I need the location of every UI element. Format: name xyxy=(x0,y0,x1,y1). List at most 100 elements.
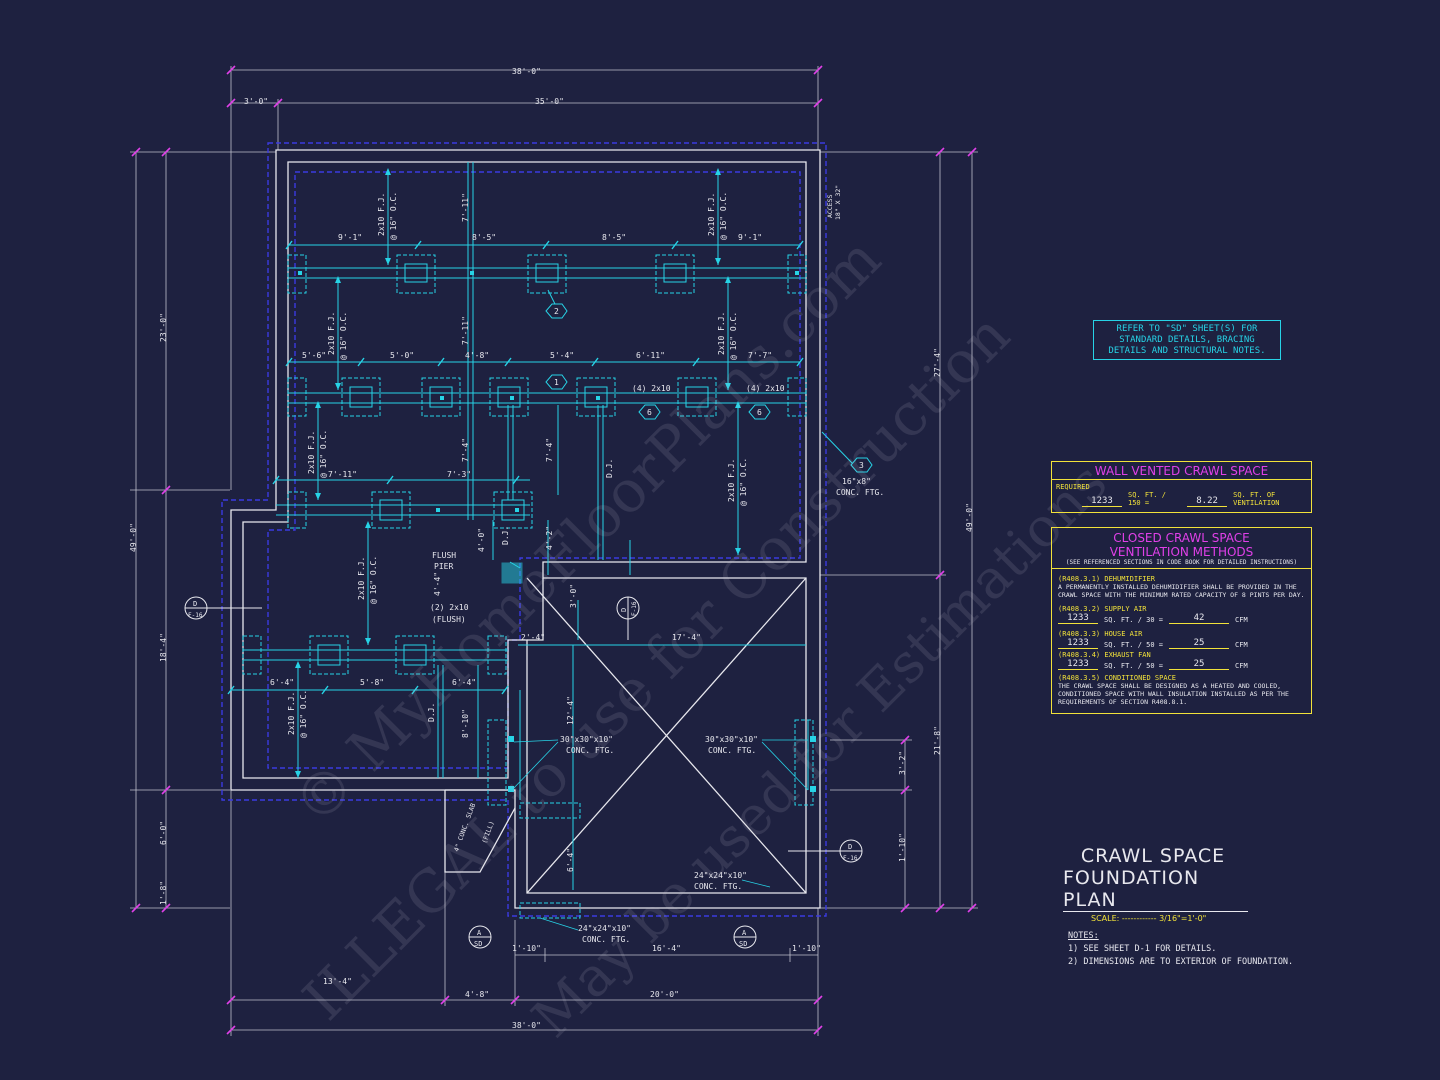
span-r1-2: 8'-5" xyxy=(472,233,496,242)
beams xyxy=(231,162,809,890)
supply-air-value: 42 xyxy=(1169,613,1230,624)
span-r4-2: 5'-8" xyxy=(360,678,384,687)
fj-label-6: 2x10 F.J. xyxy=(727,459,736,502)
span-r2-3: 4'-8" xyxy=(465,351,489,360)
piers xyxy=(242,254,814,919)
exhaust-fan-row: 1233 SQ. FT. / 50 = 25 CFM xyxy=(1058,659,1311,670)
span-r3-2: 7'-3" xyxy=(447,470,471,479)
footing-5b: CONC. FTG. xyxy=(582,935,630,944)
exhaust-fan-unit: SQ. FT. / 50 = xyxy=(1104,662,1164,670)
footing-1: 16"x8" xyxy=(842,477,871,486)
oc-label-3: @ 16" O.C. xyxy=(339,312,348,360)
dim-left-low: 6'-0" xyxy=(159,821,168,845)
title-scale: SCALE: ------------ 3/16"=1'-0" xyxy=(1091,914,1207,923)
house-air-area: 1233 xyxy=(1058,638,1098,649)
dehumidifier-text-2: CRAWL SPACE WITH THE MINIMUM RATED CAPAC… xyxy=(1058,591,1305,599)
note-1: 1) SEE SHEET D-1 FOR DETAILS. xyxy=(1068,944,1217,954)
oc-label-7: @ 16" O.C. xyxy=(369,556,378,604)
notes-heading: NOTES: xyxy=(1068,931,1099,941)
footing-leaders xyxy=(511,739,809,931)
closed-crawl-table: CLOSED CRAWL SPACE VENTILATION METHODS (… xyxy=(1051,527,1312,714)
wall-vented-unit2: SQ. FT. OF VENTILATION xyxy=(1233,491,1280,507)
footing-2b: CONC. FTG. xyxy=(566,746,614,755)
vdim-5: 4'-0" xyxy=(477,528,486,552)
note-2: 2) DIMENSIONS ARE TO EXTERIOR OF FOUNDAT… xyxy=(1068,957,1294,967)
section-d-right: D xyxy=(848,843,852,851)
wall-vented-row: 1233 SQ. FT. / 150 = 8.22 SQ. FT. OF VEN… xyxy=(1082,491,1311,507)
span-r4-1: 6'-4" xyxy=(270,678,294,687)
access-label: ACCESS xyxy=(826,194,834,218)
dim-left-mid: 18'-4" xyxy=(159,633,168,662)
oc-label-1: @ 16" O.C. xyxy=(389,192,398,240)
span-r2-5: 6'-11" xyxy=(636,351,665,360)
vdim-1: 7'-11" xyxy=(461,193,470,222)
fj-label-4: 2x10 F.J. xyxy=(717,312,726,355)
exhaust-fan-area: 1233 xyxy=(1058,659,1098,670)
tag-6a: 6 xyxy=(647,408,652,417)
dehumidifier-heading: (R408.3.1) DEHUMIDIFIER xyxy=(1058,575,1155,583)
section-f16-mid: F-16 xyxy=(631,601,638,616)
fj-label-2: 2x10 F.J. xyxy=(707,193,716,236)
conditioned-heading: (R408.3.5) CONDITIONED SPACE xyxy=(1058,674,1177,682)
dehumidifier-text-1: A PERMANENTLY INSTALLED DEHUMIDIFIER SHA… xyxy=(1058,583,1297,591)
oc-label-2: @ 16" O.C. xyxy=(719,192,728,240)
span-a: 2'-4" xyxy=(521,633,545,642)
span-r4-3: 6'-4" xyxy=(452,678,476,687)
house-air-row: 1233 SQ. FT. / 50 = 25 CFM xyxy=(1058,638,1311,649)
tag-3: 3 xyxy=(859,461,864,470)
tag-1: 1 xyxy=(554,378,559,387)
section-d-left: D xyxy=(193,600,197,608)
reference-note-line-1: REFER TO "SD" SHEET(S) FOR xyxy=(1116,324,1258,334)
vdim-3: 7'-4" xyxy=(461,438,470,462)
general-notes: NOTES: 1) SEE SHEET D-1 FOR DETAILS. 2) … xyxy=(1068,930,1293,969)
section-sd-left: SD xyxy=(474,940,482,948)
exhaust-fan-heading: (R408.3.4) EXHAUST FAN xyxy=(1058,651,1151,659)
arrowheads xyxy=(295,168,741,778)
vdim-4: 7'-4" xyxy=(545,438,554,462)
house-air-unit: SQ. FT. / 50 = xyxy=(1104,641,1164,649)
span-ticks xyxy=(227,240,804,695)
supply-air-heading: (R408.3.2) SUPPLY AIR xyxy=(1058,605,1147,613)
supply-air-unit: SQ. FT. / 30 = xyxy=(1104,616,1164,624)
supply-air-row: 1233 SQ. FT. / 30 = 42 CFM xyxy=(1058,613,1311,624)
tag-6b: 6 xyxy=(757,408,762,417)
vdim-6: 4'-2" xyxy=(545,526,554,550)
oc-label-4: @ 16" O.C. xyxy=(729,312,738,360)
span-r1-3: 8'-5" xyxy=(602,233,626,242)
wall-vented-area: 1233 xyxy=(1082,496,1122,507)
closed-crawl-title-2: VENTILATION METHODS xyxy=(1109,545,1254,559)
dim-right-lower: 21'-8" xyxy=(933,726,942,755)
reference-note-line-3: DETAILS AND STRUCTURAL NOTES. xyxy=(1108,346,1266,356)
span-b: 17'-4" xyxy=(672,633,701,642)
dim-top-main: 35'-0" xyxy=(535,97,564,106)
dim-bottom-mid: 4'-8" xyxy=(465,990,489,999)
title-line-2: FOUNDATION PLAN xyxy=(1063,867,1248,912)
vdim-8: 12'-4" xyxy=(566,696,575,725)
section-markers xyxy=(184,596,863,949)
dim-bottom-overall: 38'-0" xyxy=(512,1021,541,1030)
beam-label-1: (4) 2x10 xyxy=(632,384,671,393)
dim-top-left: 3'-0" xyxy=(244,97,268,106)
supply-air-cfm: CFM xyxy=(1235,616,1248,624)
vdim-7: 4'-4" xyxy=(433,572,442,596)
span-r2-2: 5'-0" xyxy=(390,351,414,360)
section-f16-left: F-16 xyxy=(188,612,203,619)
span-r3-1: 7'-11" xyxy=(328,470,357,479)
section-a-right: A xyxy=(742,929,747,937)
dj-label-3: D.J. xyxy=(427,703,436,722)
span-r2-1: 5'-6" xyxy=(302,351,326,360)
section-sd-right: SD xyxy=(739,940,747,948)
dim-left-upper: 23'-0" xyxy=(159,313,168,342)
footing-3: 30"x30"x10" xyxy=(705,735,758,744)
drawing-title: CRAWL SPACE FOUNDATION PLAN SCALE: -----… xyxy=(1063,845,1248,923)
vdim-10: 6'-4" xyxy=(566,848,575,872)
conditioned-text-2: CONDITIONED SPACE WITH WALL INSULATION I… xyxy=(1058,690,1289,698)
footing-5: 24"x24"x10" xyxy=(578,924,631,933)
dj-label-1: D.J. xyxy=(605,459,614,478)
oc-label-8: @ 16" O.C. xyxy=(299,690,308,738)
flush-beam: (2) 2x10 xyxy=(430,603,469,612)
oc-label-6: @ 16" O.C. xyxy=(739,458,748,506)
dim-bottom-s1: 1'-10" xyxy=(512,944,541,953)
reference-note-line-2: STANDARD DETAILS, BRACING xyxy=(1119,335,1255,345)
